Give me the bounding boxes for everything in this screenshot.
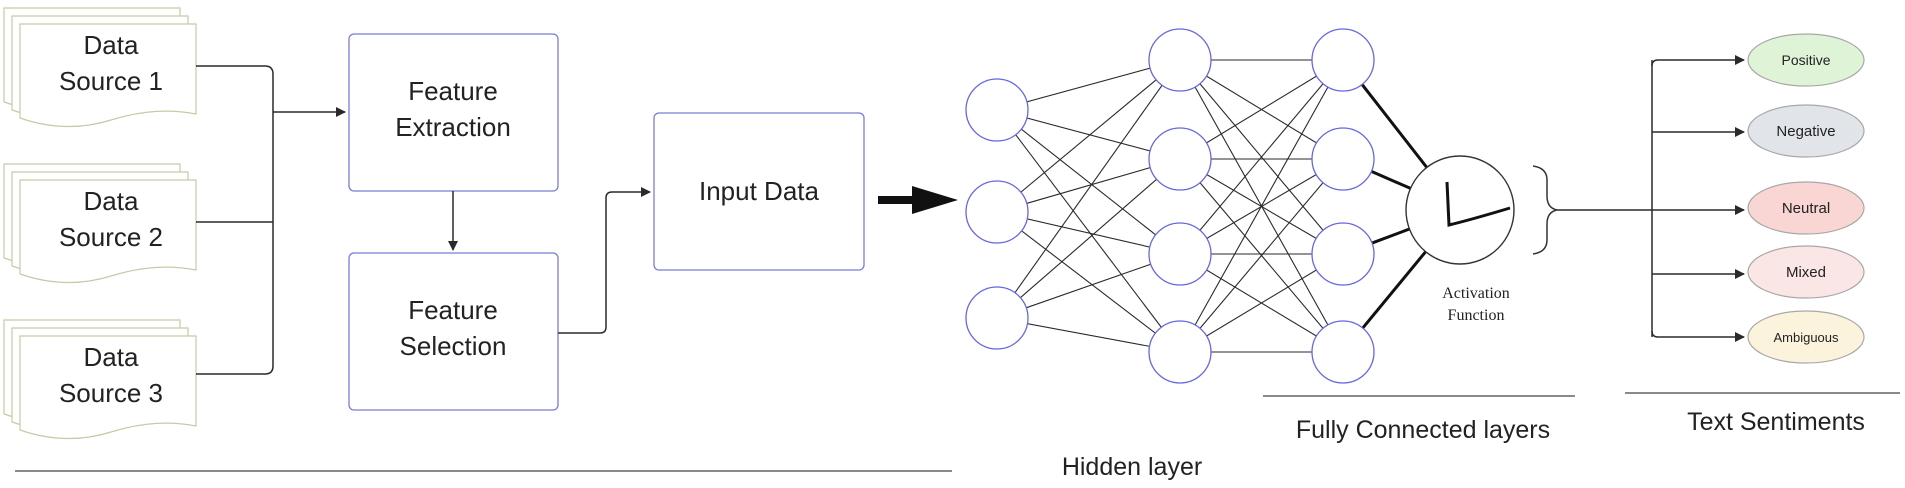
activation-edges (1360, 83, 1428, 330)
sentiment-ambiguous-label: Ambiguous (1773, 330, 1839, 345)
sentiment-neutral: Neutral (1747, 181, 1865, 235)
network-nodes (965, 28, 1375, 384)
hidden-layer-2-node-0 (1311, 28, 1375, 92)
hidden-layer-2-node-2 (1311, 222, 1375, 286)
activation-edge-3 (1361, 250, 1427, 330)
activation-label-line2: Function (1448, 307, 1505, 324)
data-source-3-line1: Data (84, 342, 139, 372)
edge-l1-1-0 (1179, 59, 1344, 160)
hidden-layer-2-node-3 (1311, 320, 1375, 384)
edge-l0-1-0 (996, 59, 1181, 213)
feature-selection-line1: Feature (408, 295, 498, 325)
sentiment-positive-label: Positive (1781, 52, 1830, 68)
source-connectors (196, 65, 346, 375)
edge-l1-3-1 (1179, 158, 1344, 353)
input-layer-node-2 (965, 286, 1029, 350)
edge-l0-0-2 (996, 109, 1181, 255)
data-source-2-line2: Source 2 (59, 222, 163, 252)
fully-connected-label: Fully Connected layers (1296, 416, 1550, 444)
arrow-selection-to-input (558, 187, 651, 334)
data-source-3-line2: Source 3 (59, 378, 163, 408)
activation-function-node (1405, 155, 1515, 265)
input-to-network-arrow (878, 186, 958, 214)
input-layer-node-0 (965, 78, 1029, 142)
sentiment-mixed: Mixed (1747, 245, 1865, 299)
hidden-layer-1-node-0 (1148, 28, 1212, 92)
sentiment-positive-oval (1747, 33, 1865, 87)
hidden-layer-2-node-1 (1311, 127, 1375, 191)
activation-edge-1 (1370, 170, 1412, 190)
sentiment-neutral-label: Neutral (1782, 200, 1830, 217)
network-edges (996, 59, 1344, 353)
hidden-layer-1-node-2 (1148, 222, 1212, 286)
hidden-layer-1-node-3 (1148, 320, 1212, 384)
sentiment-connectors (1557, 55, 1745, 342)
feature-extraction-line1: Feature (408, 76, 498, 106)
sentiment-negative-oval (1747, 104, 1865, 158)
sentiment-mixed-label: Mixed (1786, 264, 1826, 281)
edge-l0-2-0 (996, 59, 1181, 319)
sentiment-neutral-oval (1747, 181, 1865, 235)
edge-l0-2-1 (996, 158, 1181, 319)
feature-extraction-line2: Extraction (395, 112, 511, 142)
edge-l1-2-0 (1179, 59, 1344, 255)
data-source-1-line2: Source 1 (59, 66, 163, 96)
edge-l0-0-3 (996, 109, 1181, 353)
text-sentiments-label: Text Sentiments (1687, 408, 1865, 436)
input-layer-node-1 (965, 180, 1029, 244)
activation-edge-2 (1371, 227, 1410, 245)
data-source-1-line1: Data (84, 30, 139, 60)
edge-l1-3-0 (1179, 59, 1344, 353)
edge-l0-1-1 (996, 158, 1181, 213)
feature-selection-line2: Selection (400, 331, 507, 361)
sentiment-negative: Negative (1747, 104, 1865, 158)
hidden-layer-label: Hidden layer (1062, 453, 1202, 481)
sentiment-positive: Positive (1747, 33, 1865, 87)
sentiment-negative-label: Negative (1776, 123, 1835, 140)
data-source-3: Data Source 3 (3, 319, 197, 440)
edge-l0-2-2 (996, 253, 1181, 319)
feature-selection-box (348, 252, 559, 411)
data-source-1: Data Source 1 (3, 7, 197, 128)
edge-l1-3-2 (1179, 253, 1344, 353)
input-data-box (653, 112, 865, 271)
activation-edge-0 (1360, 83, 1428, 169)
hidden-layer-1-node-1 (1148, 127, 1212, 191)
activation-label-line1: Activation (1442, 285, 1510, 302)
sentiment-mixed-oval (1747, 245, 1865, 299)
output-brace (1532, 165, 1558, 255)
sentiment-ambiguous-oval (1747, 310, 1865, 364)
edge-l0-1-3 (996, 211, 1181, 353)
data-source-2: Data Source 2 (3, 163, 197, 284)
input-data-label: Input Data (699, 176, 820, 206)
data-source-2-line1: Data (84, 186, 139, 216)
sentiment-ambiguous: Ambiguous (1747, 310, 1865, 364)
relu-curve-icon (1445, 181, 1511, 227)
